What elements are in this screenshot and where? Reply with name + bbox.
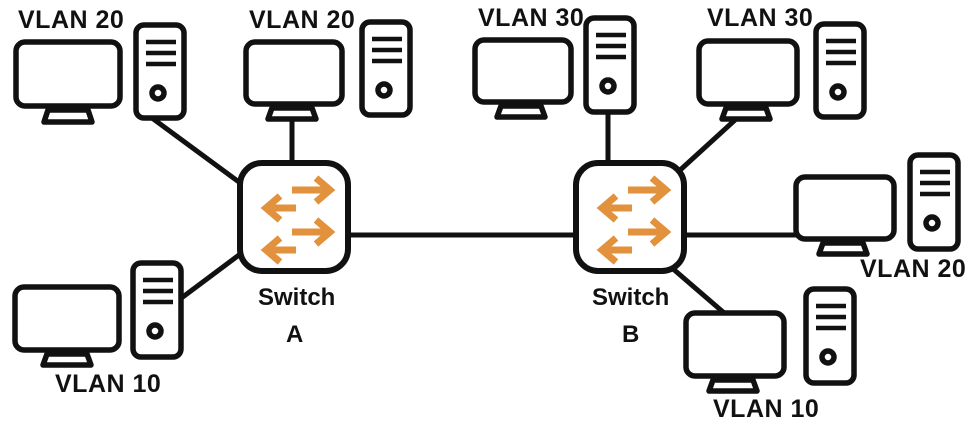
tower-icon-top-right — [813, 21, 867, 120]
vlan-label-top-left: VLAN 20 — [18, 6, 124, 34]
monitor-icon-top-right — [696, 38, 800, 122]
vlan-label-top-center-right: VLAN 30 — [478, 4, 584, 32]
switch-b-body[interactable] — [573, 160, 687, 274]
endpoint-top-center-left[interactable]: VLAN 20 — [243, 6, 413, 122]
monitor-icon-bottom-left — [12, 284, 122, 368]
switch-b[interactable]: Switch B — [573, 160, 687, 348]
vlan-label-bottom-left: VLAN 10 — [55, 370, 161, 398]
link-switch-b-to-br-monitor — [670, 266, 732, 320]
monitor-icon-top-center-left — [243, 39, 345, 122]
endpoint-top-right[interactable]: VLAN 30 — [696, 4, 867, 122]
switch-b-label-line1: Switch — [592, 284, 669, 311]
switch-arrows-icon-b — [596, 175, 672, 265]
tower-icon-top-center-right — [583, 15, 637, 115]
vlan-label-top-right: VLAN 30 — [707, 4, 813, 32]
switch-a[interactable]: Switch A — [237, 160, 351, 348]
link-tl-tower-to-switch-a — [150, 115, 245, 188]
switch-b-label-line2: B — [622, 321, 639, 348]
tower-icon-top-center-left — [359, 19, 413, 118]
monitor-icon-bottom-right — [683, 310, 787, 394]
endpoint-middle-right[interactable]: VLAN 20 — [793, 152, 966, 283]
endpoint-top-center-right[interactable]: VLAN 30 — [472, 4, 637, 120]
tower-icon-bottom-left — [130, 260, 184, 360]
switch-a-label-line1: Switch — [258, 284, 335, 311]
switch-arrows-icon-a — [260, 175, 336, 265]
tower-icon-top-left — [133, 22, 187, 121]
vlan-label-bottom-right: VLAN 10 — [713, 395, 819, 423]
tower-icon-bottom-right — [803, 286, 857, 386]
tower-icon-middle-right — [907, 152, 961, 252]
switch-a-label-line2: A — [286, 321, 303, 348]
endpoint-bottom-left[interactable]: VLAN 10 — [12, 260, 184, 398]
monitor-icon-middle-right — [793, 174, 897, 257]
monitor-icon-top-left — [13, 39, 123, 125]
endpoint-bottom-right[interactable]: VLAN 10 — [683, 286, 857, 423]
link-tr-monitor-to-switch-b — [676, 118, 737, 174]
switch-a-body[interactable] — [237, 160, 351, 274]
vlan-label-top-center-left: VLAN 20 — [249, 6, 355, 34]
monitor-icon-top-center-right — [472, 37, 574, 120]
endpoint-top-left[interactable]: VLAN 20 — [13, 6, 187, 125]
vlan-label-middle-right: VLAN 20 — [860, 255, 966, 283]
